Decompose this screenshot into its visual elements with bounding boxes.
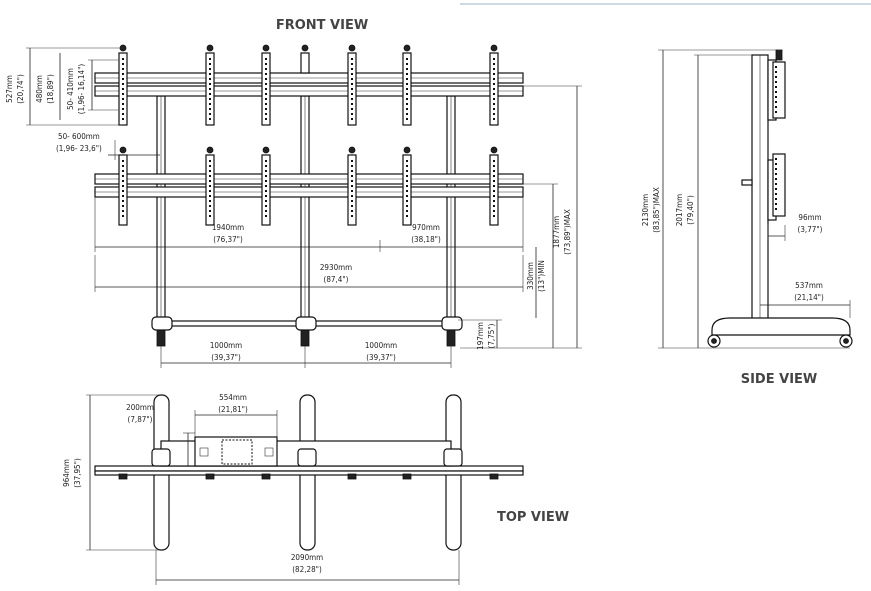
dim-1940-in: (76,37") — [213, 235, 243, 244]
top-view — [94, 394, 524, 551]
dim-96-mm: 96mm — [798, 213, 821, 222]
lower-mount-arms — [118, 146, 499, 226]
dim-1877-mm: 1877mm — [552, 216, 561, 248]
dim-480-mm: 480mm — [35, 75, 44, 103]
side-view — [707, 49, 853, 348]
dim-964-in: (37,95") — [73, 458, 82, 488]
upper-mount-arms — [118, 44, 499, 126]
dim-50-600-in: (1,96- 23,6") — [56, 144, 102, 153]
dim-537-in: (21,14") — [794, 293, 824, 302]
dim-537-mm: 537mm — [795, 281, 823, 290]
dim-2017-in: (79,40") — [686, 195, 695, 225]
dim-480-in: (18,89") — [46, 74, 55, 104]
top-view-title: TOP VIEW — [497, 510, 569, 525]
front-dimension-lines — [26, 47, 582, 368]
dim-197-mm: 197mm — [476, 322, 485, 350]
dim-330-in: (13")MIN — [537, 260, 546, 292]
dim-964-mm: 964mm — [62, 459, 71, 487]
side-base — [711, 317, 851, 336]
dim-2130-mm: 2130mm — [641, 194, 650, 226]
dim-554-mm: 554mm — [219, 393, 247, 402]
dim-1000b-in: (39,37") — [366, 353, 396, 362]
dim-200-in: (7,87") — [128, 415, 153, 424]
dim-2130-in: (83,85")MAX — [652, 187, 661, 233]
dim-554-in: (21,81") — [218, 405, 248, 414]
dim-970-mm: 970mm — [412, 223, 440, 232]
dim-1877-in: (73,89")MAX — [563, 209, 572, 255]
dim-527-mm: 527mm — [5, 75, 14, 103]
dim-527-in: (20,74") — [16, 74, 25, 104]
dim-1000a-mm: 1000mm — [210, 341, 242, 350]
dim-2017-mm: 2017mm — [675, 194, 684, 226]
dim-50-410-mm: 50- 410mm — [66, 68, 75, 110]
dim-200-mm: 200mm — [126, 403, 154, 412]
dim-2090-mm: 2090mm — [291, 553, 323, 562]
front-view — [94, 44, 524, 347]
front-base — [151, 316, 463, 347]
dim-96-in: (3,77") — [798, 225, 823, 234]
dim-2930-mm: 2930mm — [320, 263, 352, 272]
dim-2090-in: (82,28") — [292, 565, 322, 574]
upper-rail — [94, 72, 524, 97]
top-dimension-lines — [86, 394, 460, 585]
top-equipment-box — [194, 436, 278, 467]
side-view-title: SIDE VIEW — [741, 372, 818, 387]
dim-197-in: (7,75") — [487, 323, 496, 348]
dim-1940-mm: 1940mm — [212, 223, 244, 232]
dim-330-mm: 330mm — [526, 262, 535, 290]
dim-2930-in: (87,4") — [324, 275, 349, 284]
dim-1000a-in: (39,37") — [211, 353, 241, 362]
side-dimension-lines — [658, 49, 851, 349]
dim-970-in: (38,18") — [411, 235, 441, 244]
dim-50-600-mm: 50- 600mm — [58, 132, 100, 141]
dim-1000b-mm: 1000mm — [365, 341, 397, 350]
dim-50-410-in: (1,96- 16,14") — [77, 64, 86, 115]
lower-rail — [94, 173, 524, 198]
front-view-title: FRONT VIEW — [276, 18, 368, 33]
